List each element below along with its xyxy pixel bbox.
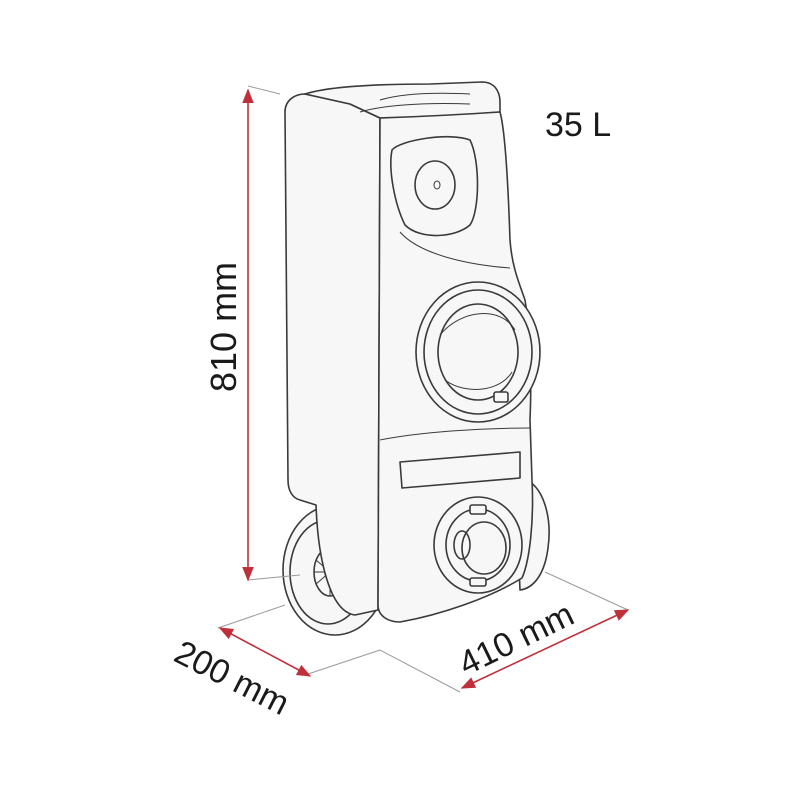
depth-dimension-line <box>218 627 312 677</box>
large-opening <box>415 281 541 423</box>
drain-valve <box>433 496 523 594</box>
volume-label: 35 L <box>545 106 611 144</box>
depth-label: 200 mm <box>168 633 295 723</box>
width-label: 410 mm <box>453 595 580 683</box>
height-label: 810 mm <box>203 262 244 392</box>
width-dimension-line <box>460 609 630 689</box>
fill-cap <box>414 160 456 210</box>
cap-recess <box>390 135 479 237</box>
dimension-lines <box>217 85 630 693</box>
label-plate <box>399 451 521 489</box>
water-tank-illustration <box>282 81 550 636</box>
tank-side-panel <box>284 93 381 616</box>
